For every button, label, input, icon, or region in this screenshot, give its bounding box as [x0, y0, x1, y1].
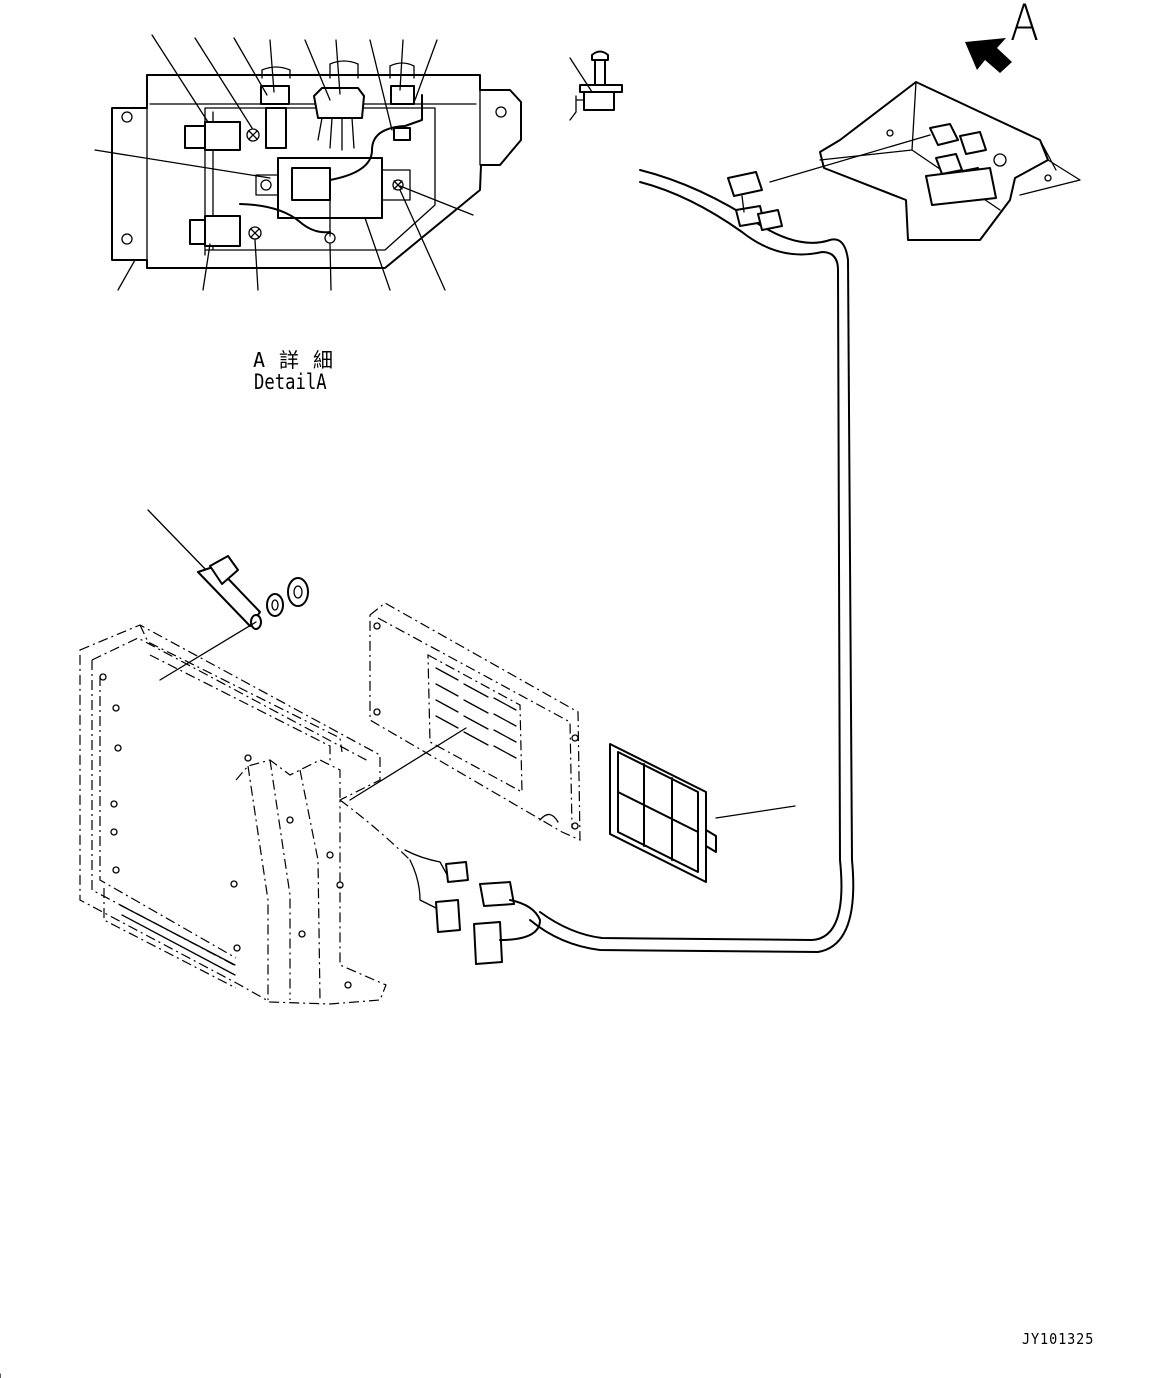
detail-a-base-plate — [111, 74, 522, 269]
ac-unit-housing — [79, 624, 541, 1005]
detail-a-view — [111, 60, 522, 269]
drawing-code: JY101325 — [1022, 1330, 1095, 1348]
small-switch-part — [569, 50, 623, 121]
detail-a-leader-lines — [94, 34, 474, 291]
wire-harness — [529, 169, 855, 953]
mounting-hole — [121, 111, 133, 123]
washer — [266, 593, 284, 617]
washer — [287, 577, 309, 607]
lower-relay — [189, 219, 206, 245]
controller-bracket-assembly — [769, 38, 1081, 241]
right-connector — [390, 85, 415, 105]
left-relay — [184, 125, 206, 149]
access-cover-plate — [349, 602, 581, 841]
detail-caption-japanese: A詳細 — [253, 348, 348, 372]
detail-caption-english: DetailA — [254, 370, 327, 394]
wire-harness-connector — [313, 87, 365, 119]
mounting-hole — [121, 233, 133, 245]
view-direction-arrow — [965, 38, 1012, 73]
mounting-hole — [495, 106, 507, 118]
air-filter-element — [609, 743, 796, 883]
bolt-and-washers — [147, 509, 309, 681]
relay-connector — [260, 85, 290, 105]
view-marker-letter: A — [1010, 0, 1040, 52]
